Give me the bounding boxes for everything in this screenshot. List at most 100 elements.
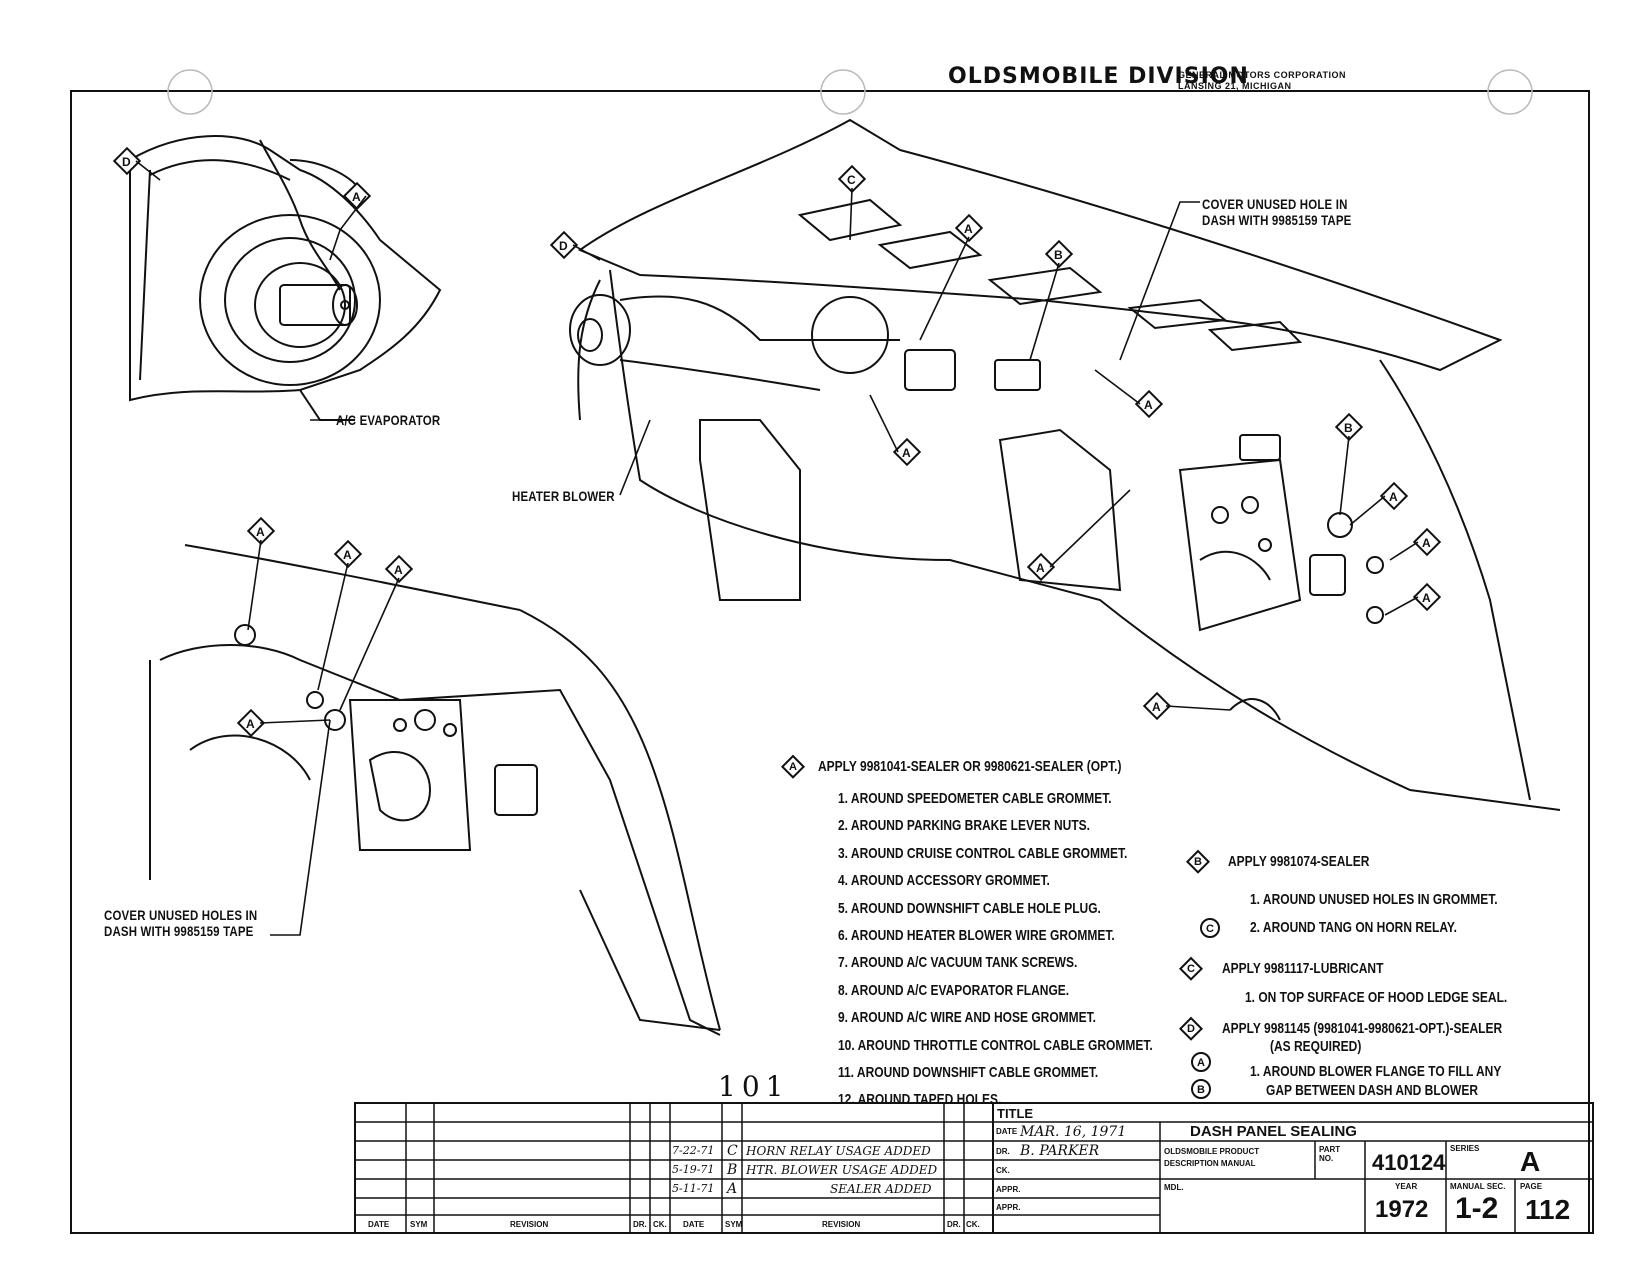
revision-sym: A bbox=[727, 1181, 738, 1197]
mdl-label: MDL. bbox=[1164, 1183, 1184, 1192]
marker-b1: B bbox=[1334, 412, 1364, 442]
svg-text:A: A bbox=[246, 717, 255, 731]
part-label: PART NO. bbox=[1319, 1145, 1341, 1163]
svg-text:D: D bbox=[559, 239, 568, 253]
legend-a-item: 1. AROUND SPEEDOMETER CABLE GROMMET. bbox=[838, 790, 1112, 807]
svg-text:A: A bbox=[789, 761, 797, 773]
legend-a-item: 8. AROUND A/C EVAPORATOR FLANGE. bbox=[838, 981, 1070, 999]
svg-text:D: D bbox=[122, 155, 131, 169]
svg-text:A: A bbox=[1422, 536, 1431, 550]
svg-text:A: A bbox=[1197, 1057, 1205, 1069]
marker-a1: A bbox=[1142, 691, 1172, 721]
corporation-address: GENERAL MOTORS CORPORATION LANSING 21, M… bbox=[1178, 70, 1346, 92]
svg-text:D: D bbox=[1187, 1023, 1195, 1035]
col-ck: CK. bbox=[653, 1220, 667, 1229]
marker-a8: A bbox=[342, 181, 372, 211]
legend-a-item: 11. AROUND DOWNSHIFT CABLE GROMMET. bbox=[838, 1064, 1099, 1082]
appr-label: APPR. bbox=[996, 1185, 1021, 1194]
svg-text:C: C bbox=[1187, 963, 1195, 975]
svg-text:A: A bbox=[1389, 490, 1398, 504]
page-label: PAGE bbox=[1520, 1182, 1543, 1191]
svg-text:C: C bbox=[847, 173, 856, 187]
product-manual: OLDSMOBILE PRODUCT DESCRIPTION MANUAL bbox=[1164, 1146, 1259, 1170]
svg-text:C: C bbox=[1206, 923, 1214, 935]
legend-b-item: 2. AROUND TANG ON HORN RELAY. bbox=[1250, 919, 1457, 936]
product-manual-line1: OLDSMOBILE PRODUCT bbox=[1164, 1147, 1260, 1156]
marker-a12: A bbox=[1134, 389, 1164, 419]
series-value: A bbox=[1520, 1146, 1541, 1177]
division-title: OLDSMOBILE DIVISION bbox=[948, 64, 1249, 89]
marker-d-blower: D bbox=[549, 230, 579, 260]
legend-a-item: 4. AROUND ACCESSORY GROMMET. bbox=[838, 872, 1050, 890]
marker-a2: A bbox=[1412, 582, 1442, 612]
appr2-label: APPR. bbox=[996, 1203, 1021, 1212]
legend-a-item: 5. AROUND DOWNSHIFT CABLE HOLE PLUG. bbox=[838, 899, 1101, 917]
marker-a10: A bbox=[333, 539, 363, 569]
revision-sym: B bbox=[727, 1162, 738, 1178]
col-date: DATE bbox=[368, 1220, 390, 1229]
legend-circle-a: A bbox=[1191, 1052, 1211, 1072]
part-number: 410124 bbox=[1372, 1150, 1446, 1175]
callout-cover-holes-line1: COVER UNUSED HOLES IN bbox=[104, 907, 258, 923]
marker-a7: A bbox=[954, 213, 984, 243]
manual-sec-value: 1-2 bbox=[1455, 1192, 1499, 1225]
marker-a4: A bbox=[1379, 481, 1409, 511]
manual-sec-label: MANUAL SEC. bbox=[1450, 1182, 1506, 1191]
legend-a-item: 3. AROUND CRUISE CONTROL CABLE GROMMET. bbox=[838, 844, 1128, 862]
svg-text:A: A bbox=[256, 525, 265, 539]
dr-value: B. PARKER bbox=[1020, 1143, 1100, 1159]
legend-b-item: 1. AROUND UNUSED HOLES IN GROMMET. bbox=[1250, 891, 1498, 908]
legend-a-item: 7. AROUND A/C VACUUM TANK SCREWS. bbox=[838, 954, 1078, 972]
col-sym-2: SYM bbox=[725, 1220, 743, 1229]
revision-date: 5-19-71 bbox=[672, 1163, 715, 1176]
year-label: YEAR bbox=[1395, 1182, 1418, 1191]
legend-a-item: 9. AROUND A/C WIRE AND HOSE GROMMET. bbox=[838, 1009, 1097, 1027]
callout-cover-hole: COVER UNUSED HOLE IN DASH WITH 9985159 T… bbox=[1202, 196, 1351, 228]
legend-symbol-a: A bbox=[780, 754, 806, 779]
marker-a11: A bbox=[384, 554, 414, 584]
col-sym: SYM bbox=[410, 1220, 428, 1229]
marker-a3: A bbox=[1412, 527, 1442, 557]
legend-b-title: APPLY 9981074-SEALER bbox=[1228, 853, 1370, 870]
marker-b-relay: B bbox=[1044, 239, 1074, 269]
callout-cover-holes-line2: DASH WITH 9985159 TAPE bbox=[104, 923, 254, 939]
svg-text:B: B bbox=[1054, 248, 1063, 262]
revision-text: HORN RELAY USAGE ADDED bbox=[746, 1144, 931, 1158]
svg-text:B: B bbox=[1194, 856, 1202, 868]
ck-label: CK. bbox=[996, 1166, 1010, 1175]
svg-text:A: A bbox=[394, 563, 403, 577]
callout-heater-blower: HEATER BLOWER bbox=[512, 488, 615, 504]
callout-cover-hole-line2: DASH WITH 9985159 TAPE bbox=[1202, 212, 1352, 228]
legend-c-item: 1. ON TOP SURFACE OF HOOD LEDGE SEAL. bbox=[1245, 989, 1508, 1006]
svg-text:A: A bbox=[343, 548, 352, 562]
svg-text:A: A bbox=[902, 446, 911, 460]
svg-text:A: A bbox=[964, 222, 973, 236]
col-date-2: DATE bbox=[683, 1220, 705, 1229]
svg-text:A: A bbox=[1144, 398, 1153, 412]
col-revision: REVISION bbox=[510, 1220, 549, 1229]
legend-circle-b: B bbox=[1191, 1079, 1211, 1099]
product-manual-line2: DESCRIPTION MANUAL bbox=[1164, 1159, 1256, 1168]
col-dr: DR. bbox=[633, 1220, 647, 1229]
legend-symbol-c: C bbox=[1178, 956, 1204, 981]
svg-text:A: A bbox=[1152, 700, 1161, 714]
revision-date: 7-22-71 bbox=[672, 1144, 715, 1157]
legend-d-title: APPLY 9981145 (9981041-9980621-OPT.)-SEA… bbox=[1222, 1020, 1503, 1037]
legend-c-title: APPLY 9981117-LUBRICANT bbox=[1222, 960, 1384, 977]
page-value: 112 bbox=[1525, 1194, 1571, 1225]
marker-a5: A bbox=[1026, 552, 1056, 582]
corporation-name: GENERAL MOTORS CORPORATION bbox=[1178, 70, 1347, 80]
svg-text:B: B bbox=[1344, 421, 1353, 435]
legend-a-item: 6. AROUND HEATER BLOWER WIRE GROMMET. bbox=[838, 927, 1115, 945]
corporation-city: LANSING 21, MICHIGAN bbox=[1178, 81, 1292, 91]
legend-a-list: 1. AROUND SPEEDOMETER CABLE GROMMET. 2. … bbox=[838, 785, 1153, 1114]
col-ck-2: CK. bbox=[966, 1220, 980, 1229]
legend-a-item: 2. AROUND PARKING BRAKE LEVER NUTS. bbox=[838, 817, 1091, 835]
revision-text: HTR. BLOWER USAGE ADDED bbox=[746, 1163, 938, 1177]
legend-d-item: 1. AROUND BLOWER FLANGE TO FILL ANY bbox=[1250, 1063, 1502, 1080]
svg-text:A: A bbox=[1036, 561, 1045, 575]
marker-a6: A bbox=[892, 437, 922, 467]
date-value: MAR. 16, 1971 bbox=[1020, 1124, 1127, 1140]
